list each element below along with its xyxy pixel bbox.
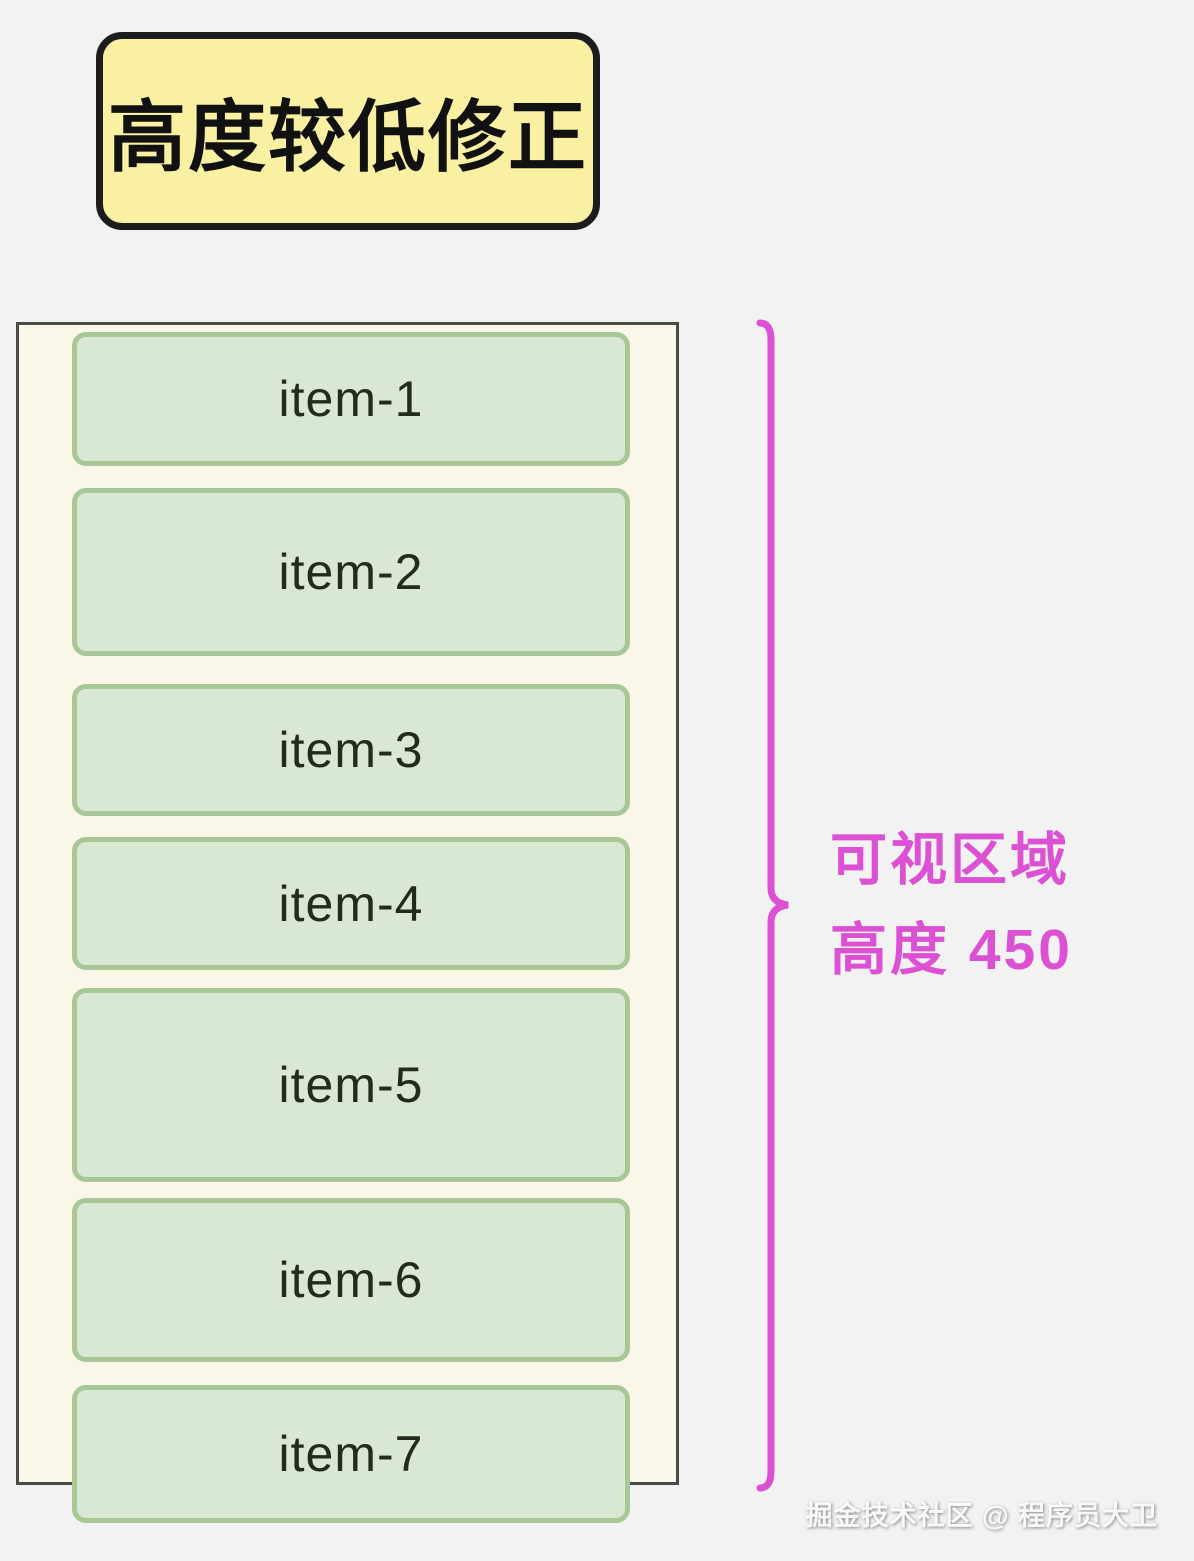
annotation-line-1: 可视区域 [830, 828, 1070, 892]
list-item-label: item-7 [278, 1426, 424, 1482]
brace-bracket [756, 319, 789, 1492]
list-item-label: item-3 [278, 722, 424, 778]
list-item: item-3 [72, 684, 630, 816]
list-item: item-5 [72, 988, 630, 1182]
list-item-label: item-1 [278, 371, 424, 427]
list-item: item-1 [72, 332, 630, 466]
list-item: item-6 [72, 1198, 630, 1362]
title-badge: 高度较低修正 [96, 32, 600, 230]
list-item-label: item-2 [278, 544, 424, 600]
title-text: 高度较低修正 [107, 93, 588, 181]
list-item-label: item-5 [278, 1057, 424, 1113]
list-item-label: item-6 [278, 1252, 424, 1308]
list-item: item-7 [72, 1385, 630, 1523]
brace-path [756, 319, 789, 1492]
list-item: item-4 [72, 837, 630, 970]
watermark: 掘金技术社区 @ 程序员大卫 [805, 1501, 1158, 1531]
list-item: item-2 [72, 488, 630, 656]
list-item-label: item-4 [278, 875, 424, 932]
annotation-line-2: 高度 450 [830, 918, 1073, 982]
visible-area-annotation: 可视区域 高度 450 [830, 815, 1073, 995]
